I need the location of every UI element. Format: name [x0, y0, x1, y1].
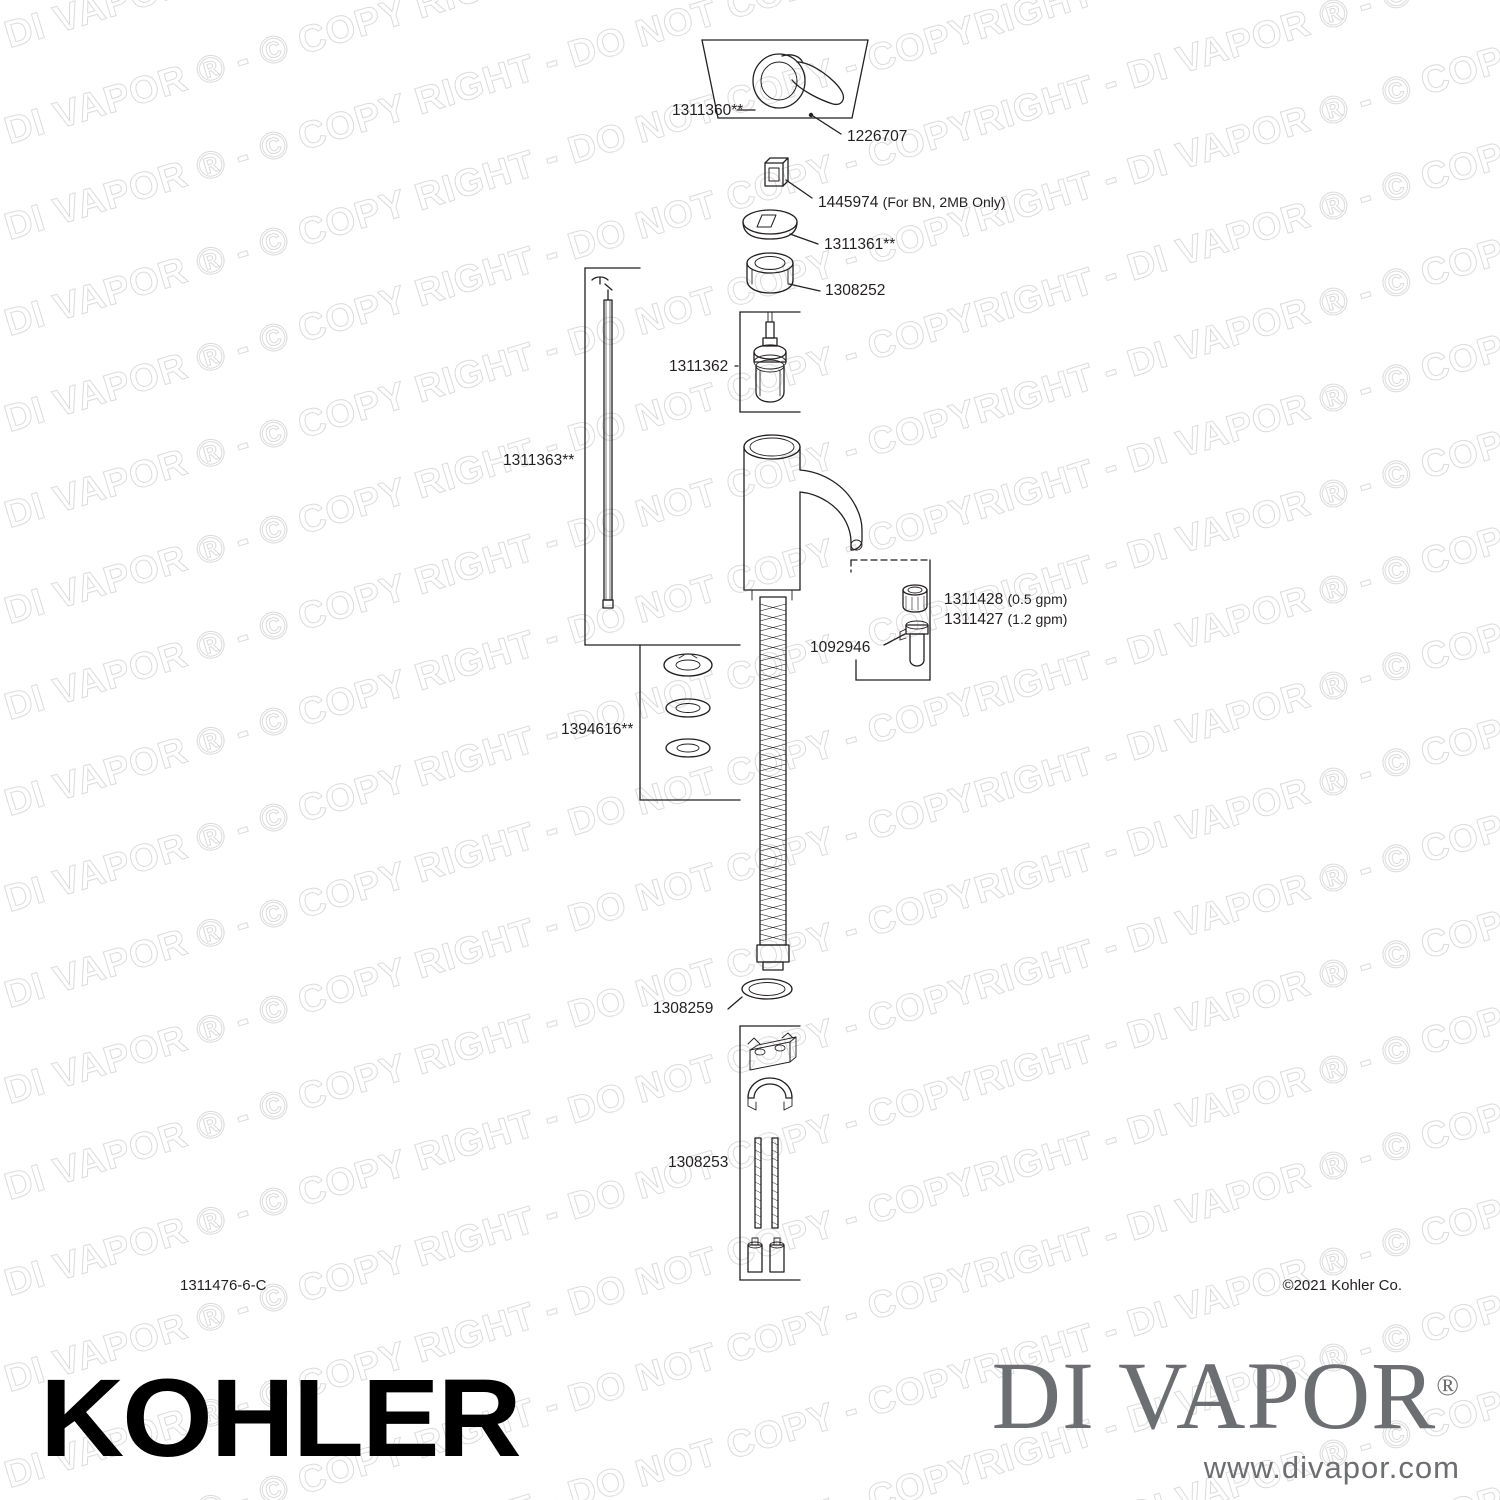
part-label-1311363: 1311363**	[503, 452, 574, 470]
part-note: (0.5 gpm)	[1007, 591, 1068, 607]
part-label-1394616: 1394616**	[561, 721, 633, 739]
part-cartridge	[753, 311, 787, 403]
part-mounting-hardware	[747, 1032, 797, 1273]
leader-1311361	[789, 233, 819, 245]
bracket-1394616	[639, 644, 741, 801]
part-label-1445974: 1445974 (For BN, 2MB Only)	[818, 194, 1006, 212]
divapor-wordmark: DI VAPOR®	[992, 1348, 1460, 1444]
part-label-1311428: 1311428 (0.5 gpm)	[944, 591, 1067, 609]
part-seals	[663, 653, 713, 758]
leader-1226707	[812, 115, 842, 135]
document-number: 1311476-6-C	[180, 1277, 267, 1294]
part-aerator	[902, 584, 928, 613]
part-number: 1394616**	[561, 721, 634, 738]
part-number: 1311363**	[503, 452, 575, 469]
copyright-notice: ©2021 Kohler Co.	[1282, 1277, 1402, 1294]
footer-branding: KOHLER DI VAPOR® www.divapor.com	[0, 1310, 1500, 1500]
part-number: 1311362	[669, 358, 729, 375]
part-number: 1226707	[847, 128, 908, 145]
part-nut	[746, 252, 794, 294]
part-set-screw	[764, 157, 789, 187]
part-handle-lever	[752, 53, 845, 109]
part-cap	[742, 209, 798, 240]
leader-1092946	[883, 633, 906, 646]
part-label-1308253: 1308253	[668, 1154, 728, 1172]
part-note: (1.2 gpm)	[1007, 611, 1068, 627]
part-number: 1308252	[825, 282, 886, 299]
kohler-logo: KOHLER	[40, 1357, 522, 1480]
part-number: 1311427	[944, 611, 1004, 628]
bracket-1311360	[701, 39, 869, 119]
part-note: (For BN, 2MB Only)	[882, 194, 1006, 210]
bracket-1311363	[584, 267, 641, 646]
divapor-logo: DI VAPOR® www.divapor.com	[992, 1348, 1460, 1486]
part-label-1226707: 1226707	[847, 128, 907, 146]
part-faucet-body	[743, 434, 863, 601]
part-label-1311427: 1311427 (1.2 gpm)	[944, 611, 1067, 629]
part-number: 1311360**	[672, 102, 744, 119]
part-label-1311361: 1311361**	[824, 236, 895, 254]
part-supply-hose	[591, 276, 614, 609]
registered-mark: ®	[1436, 1369, 1460, 1402]
part-label-1311360: 1311360**	[672, 102, 743, 120]
part-number: 1445974	[818, 194, 879, 211]
divapor-name: DI VAPOR	[991, 1342, 1437, 1449]
bracket-aerator	[850, 559, 931, 681]
part-braided-hose	[756, 596, 790, 971]
part-label-1308252: 1308252	[825, 282, 885, 300]
part-number: 1308259	[653, 1000, 714, 1017]
part-washer	[741, 978, 793, 1000]
part-number: 1092946	[810, 639, 871, 656]
leader-1308252	[788, 283, 821, 292]
divapor-url: www.divapor.com	[1203, 1450, 1460, 1485]
bracket-1308253	[739, 1025, 801, 1281]
part-spout-adapter	[899, 620, 929, 667]
part-label-1308259: 1308259	[653, 1000, 713, 1018]
leader-1308259	[727, 996, 743, 1010]
part-number: 1311361**	[824, 236, 896, 253]
leader-1445974	[785, 179, 813, 199]
part-number: 1308253	[668, 1154, 729, 1171]
part-label-1092946: 1092946	[810, 639, 870, 657]
part-number: 1311428	[944, 591, 1004, 608]
part-label-1311362: 1311362	[669, 358, 728, 376]
